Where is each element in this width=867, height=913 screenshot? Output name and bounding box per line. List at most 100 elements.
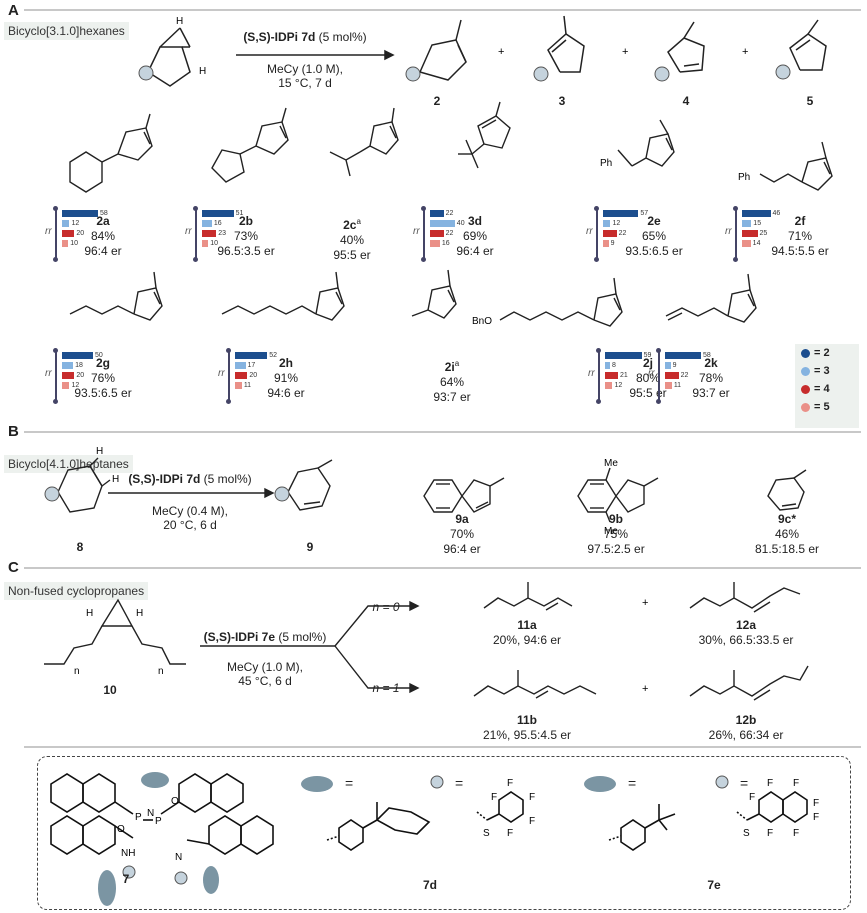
rr-label: rr [586,226,593,237]
atom-h-c1: H [86,608,93,619]
rr-value-3d-5: 16 [441,240,450,247]
section-b-rule [24,431,861,433]
rr-label: rr [588,368,595,379]
rr-bar-2g-5 [62,382,70,389]
plus-2: + [622,46,628,58]
catalyst-structures: P P N O O NH N S S F F F F F F F F F F F… [50,772,819,906]
rr-axis-cap [53,257,58,262]
rr-axis [423,208,425,260]
compound-yield: 84% [90,229,116,243]
rr-axis-cap [596,348,601,353]
rr-axis-cap [733,206,738,211]
atom-f-7d-2: F [529,792,535,803]
rr-value-2e-3: 12 [612,220,621,227]
rr-bar-2f-5 [742,240,751,247]
rr-bar-2j-3 [605,362,610,369]
rr-axis [658,350,660,402]
rr-axis-cap [53,206,58,211]
legend-item-5: = 5 [795,398,859,416]
rr-bar-2h-5 [235,382,242,389]
rr-axis-cap [193,257,198,262]
atom-ph-2e: Ph [600,158,612,169]
c-sm: 10 [103,683,117,697]
rr-value-2g-4: 20 [76,372,85,379]
atom-f-7e-2: F [793,778,799,789]
rr-bar-2k-5 [665,382,672,389]
rr-value-2f-3: 15 [753,220,762,227]
compound-er: 93.5:6.5 er [74,386,132,400]
rr-bar-2f-4 [742,230,758,237]
rr-label: rr [185,226,192,237]
atom-h-b2: H [112,474,119,485]
rr-value-2f-5: 14 [752,240,761,247]
substrate-structures: Ph Ph BnO [69,101,833,327]
rr-value-2k-5: 11 [673,382,682,389]
rr-bar-2g-4 [62,372,75,379]
rr-value-2f-2: 46 [772,210,781,217]
b-cond1: MeCy (0.4 M), [151,504,229,518]
rr-bar-2g-3 [62,362,74,369]
rr-value-2j-3: 8 [611,362,616,369]
compound-yield: 73% [233,229,259,243]
rr-bar-2k-2 [665,352,701,359]
compound-yield: 69% [462,229,488,243]
catalyst-7d-label: 7d [422,878,438,892]
rr-axis-cap [226,348,231,353]
rr-bar-2j-2 [605,352,642,359]
rr-value-2b-3: 16 [213,220,222,227]
compound-id: 3d [467,214,483,228]
legend-item-3: = 3 [795,362,859,380]
catalyst-7e-label: 7e [707,878,721,892]
compound-id: 2a [96,214,110,228]
rr-value-2k-2: 58 [702,352,711,359]
rr-label: rr [725,226,732,237]
a-prod-3: 3 [558,94,566,108]
rr-value-2a-3: 12 [71,220,80,227]
b-sm: 8 [76,540,84,554]
b-prod: 9 [306,540,314,554]
atom-f-7e-7: F [749,792,755,803]
rr-bar-3d-2 [430,210,444,217]
atom-h-bottom: H [199,66,206,77]
a-catalyst: (S,S)-IDPi 7d (5 mol%) [243,30,367,44]
rr-axis [735,208,737,260]
section-a-letter: A [8,2,19,19]
compound-er: 94:6 er [267,386,305,400]
plus-c2: + [642,683,648,695]
atom-nh: NH [121,848,135,859]
rr-axis-cap [594,206,599,211]
rr-bar-2e-5 [603,240,609,247]
rr-axis-cap [53,399,58,404]
rr-value-2f-4: 25 [759,230,768,237]
compound-yield: 91% [273,371,299,385]
a-prod-5: 5 [806,94,814,108]
rr-axis-cap [594,257,599,262]
rr-value-2a-2: 58 [99,210,108,217]
rr-axis-cap [656,348,661,353]
rr-value-2k-4: 22 [680,372,689,379]
rr-bar-2h-2 [235,352,268,359]
rr-bar-2f-2 [742,210,771,217]
legend: = 2 = 3 = 4 = 5 [795,344,859,428]
legend-item-4: = 4 [795,380,859,398]
compound-id: 2c [343,218,357,232]
rr-label: rr [45,368,52,379]
catalyst-7-label: 7 [122,872,130,886]
rr-bar-2e-4 [603,230,617,237]
section-b-scheme: H H Me Me [44,446,807,537]
eq-7d-ellipse: = [345,775,354,791]
compound-yield: 40% [339,233,365,247]
rr-bar-2b-3 [202,220,212,227]
rr-value-2g-3: 18 [75,362,83,369]
rr-axis-cap [656,399,661,404]
